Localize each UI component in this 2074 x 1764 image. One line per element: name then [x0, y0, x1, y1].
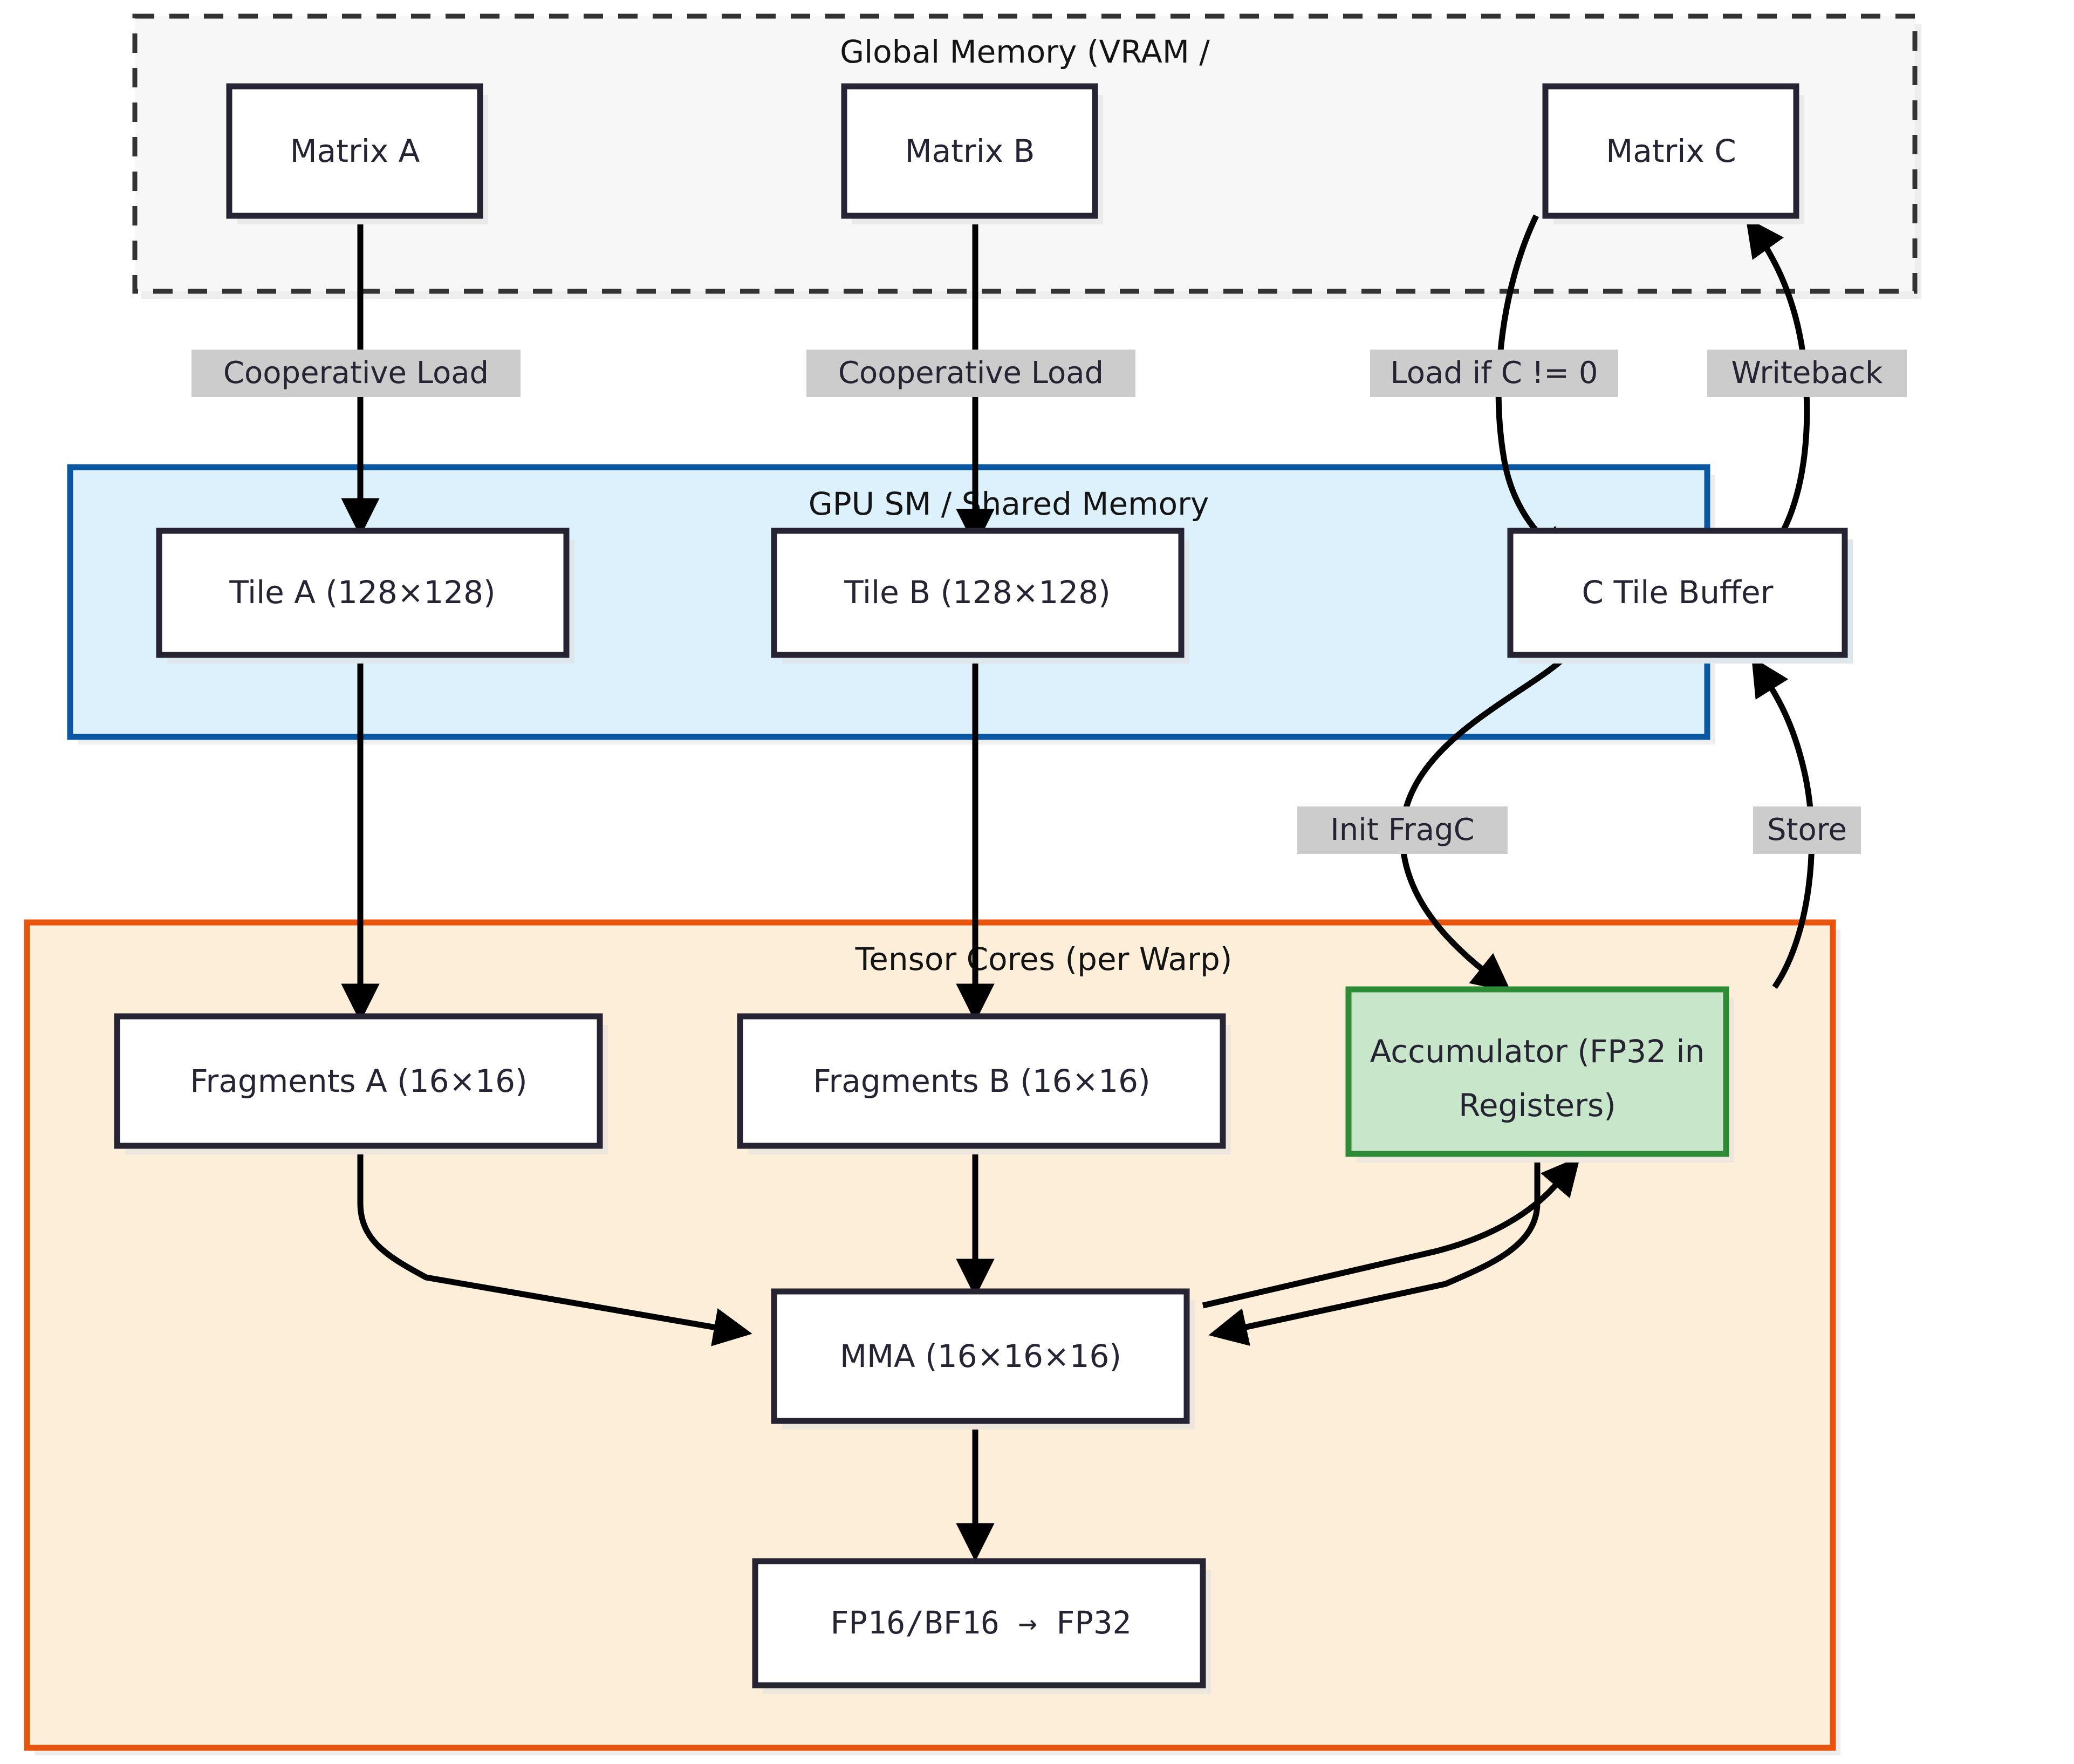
edge-label-init-fragc: Init FragC [1297, 806, 1508, 854]
node-c-tile-buffer-label: C Tile Buffer [1582, 574, 1774, 611]
edge-label-store: Store [1753, 806, 1861, 854]
node-matrix-a-label: Matrix A [290, 133, 420, 169]
node-tile-b[interactable]: Tile B (128×128) [771, 528, 1189, 664]
edge-label-bg-3 [1370, 350, 1618, 397]
node-matrix-a[interactable]: Matrix A [226, 83, 488, 224]
node-accumulator[interactable]: Accumulator (FP32 in Registers) [1345, 986, 1734, 1163]
node-mma-box [771, 1288, 1190, 1424]
cluster-tensor-title: Tensor Cores (per Warp) [855, 941, 1233, 977]
cluster-sm-title: GPU SM / Shared Memory [809, 486, 1209, 522]
node-accumulator-label-line1: Accumulator (FP32 in [1370, 1033, 1705, 1070]
edge-mma-accum [1202, 1156, 1580, 1309]
node-cast-label: FP16/BF16 → FP32 [830, 1604, 1132, 1641]
node-matrix-a-box [226, 83, 483, 219]
node-cast[interactable]: FP16/BF16 → FP32 [752, 1558, 1211, 1694]
edge-accum-mma [1208, 1154, 1541, 1346]
node-matrix-c[interactable]: Matrix C [1542, 83, 1804, 224]
node-tile-a-label: Tile A (128×128) [229, 574, 495, 611]
edge-label-text-5: Init FragC [1330, 812, 1474, 847]
edge-label-bg-1 [191, 350, 521, 397]
node-c-tile-buffer[interactable]: C Tile Buffer [1507, 528, 1853, 664]
node-tile-b-label: Tile B (128×128) [844, 574, 1110, 611]
node-mma-label: MMA (16×16×16) [840, 1338, 1121, 1375]
node-fragments-a[interactable]: Fragments A (16×16) [114, 1013, 608, 1154]
node-matrix-b-box [841, 83, 1098, 219]
node-fragments-a-label: Fragments A (16×16) [190, 1063, 527, 1099]
node-matrix-b-label: Matrix B [905, 133, 1035, 169]
node-fragments-b-label: Fragments B (16×16) [813, 1063, 1150, 1099]
edge-label-text-4: Writeback [1731, 355, 1884, 391]
node-accumulator-box [1345, 986, 1729, 1157]
node-fragments-a-box [114, 1013, 603, 1149]
edge-label-bg-5 [1297, 806, 1508, 854]
edge-label-bg-2 [806, 350, 1135, 397]
edge-label-bg-6 [1753, 806, 1861, 854]
edge-fragA-mma [357, 1154, 752, 1346]
node-tile-b-box [771, 528, 1185, 658]
edge-accum-cbuf [1751, 657, 1815, 989]
node-matrix-b[interactable]: Matrix B [841, 83, 1103, 224]
node-matrix-c-label: Matrix C [1606, 133, 1736, 169]
node-c-tile-buffer-box [1507, 528, 1848, 658]
edge-label-load-if-c: Load if C != 0 [1370, 350, 1618, 397]
edge-label-text-3: Load if C != 0 [1391, 355, 1598, 391]
node-tile-a-box [156, 528, 570, 658]
node-cast-box [752, 1558, 1206, 1688]
node-mma[interactable]: MMA (16×16×16) [771, 1288, 1195, 1430]
edge-label-text-2: Cooperative Load [838, 355, 1104, 391]
edge-label-bg-4 [1707, 350, 1907, 397]
edge-label-text-6: Store [1767, 812, 1847, 847]
edge-label-cooperative-load-b: Cooperative Load [806, 350, 1135, 397]
edge-label-cooperative-load-a: Cooperative Load [191, 350, 521, 397]
node-fragments-b[interactable]: Fragments B (16×16) [737, 1013, 1231, 1154]
node-accumulator-label-line2: Registers) [1459, 1087, 1616, 1124]
node-matrix-c-box [1542, 83, 1799, 219]
node-fragments-b-box [737, 1013, 1226, 1149]
node-tile-a[interactable]: Tile A (128×128) [156, 528, 574, 664]
cluster-global-title: Global Memory (VRAM / [840, 33, 1210, 70]
edge-label-writeback: Writeback [1707, 350, 1907, 397]
edge-label-text-1: Cooperative Load [223, 355, 489, 391]
